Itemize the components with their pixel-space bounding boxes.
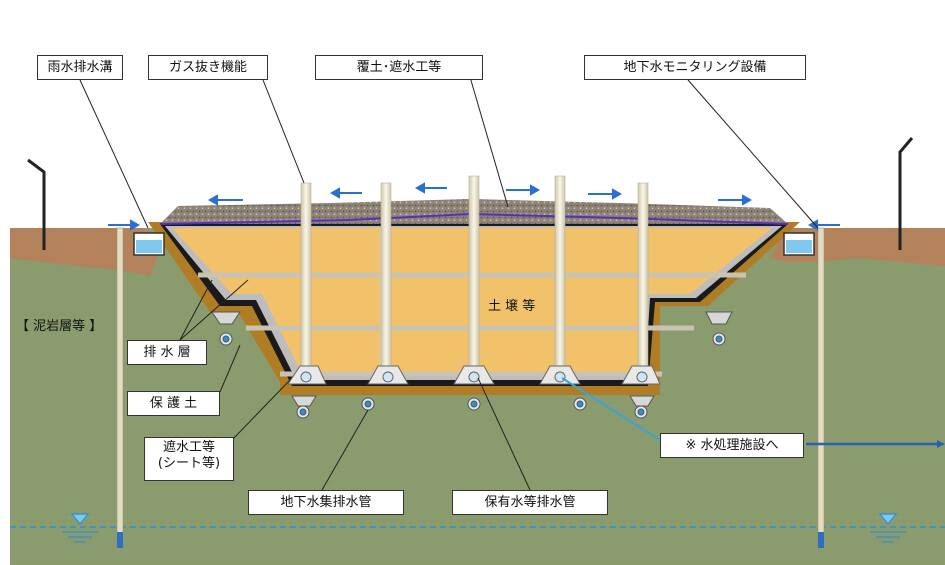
label-gw-collection-pipe: 地下水集排水管 — [248, 490, 404, 515]
boundary-posts — [27, 137, 914, 250]
rain-ditch-right-water — [786, 240, 812, 253]
treatment-leader — [561, 377, 661, 441]
label-gas-vent: ガス抜き機能 — [148, 55, 268, 80]
label-liner-line1: 遮水工等 — [162, 440, 215, 455]
label-cover-soil: 覆土･遮水工等 — [315, 55, 483, 80]
label-to-treatment: ※ 水処理施設へ — [660, 433, 804, 458]
groundwater-collection-drains — [211, 311, 733, 419]
callout-leaders — [79, 76, 819, 491]
topsoil-left — [10, 228, 165, 276]
label-soil-etc: 土 壌 等 — [488, 299, 536, 314]
drain-pipe-icon — [287, 365, 661, 385]
water-table-icon — [62, 513, 906, 543]
label-liner-line2: (シート等) — [157, 456, 221, 471]
label-mudstone: 【 泥岩層等 】 — [16, 319, 103, 334]
label-liner: 遮水工等 (シート等) — [144, 437, 234, 481]
label-drain-layer: 排 水 層 — [127, 340, 207, 365]
label-gw-monitoring: 地下水モニタリング設備 — [584, 55, 806, 80]
monitoring-well-icon — [116, 227, 825, 549]
gas-vent-pipe-icon — [300, 175, 649, 374]
rain-ditch-left-water — [136, 240, 162, 253]
label-retained-water-pipe: 保有水等排水管 — [452, 490, 608, 515]
flow-arrow-icon — [108, 182, 945, 448]
label-protect-soil: 保 護 土 — [127, 391, 220, 416]
label-rain-ditch: 雨水排水溝 — [37, 55, 123, 80]
